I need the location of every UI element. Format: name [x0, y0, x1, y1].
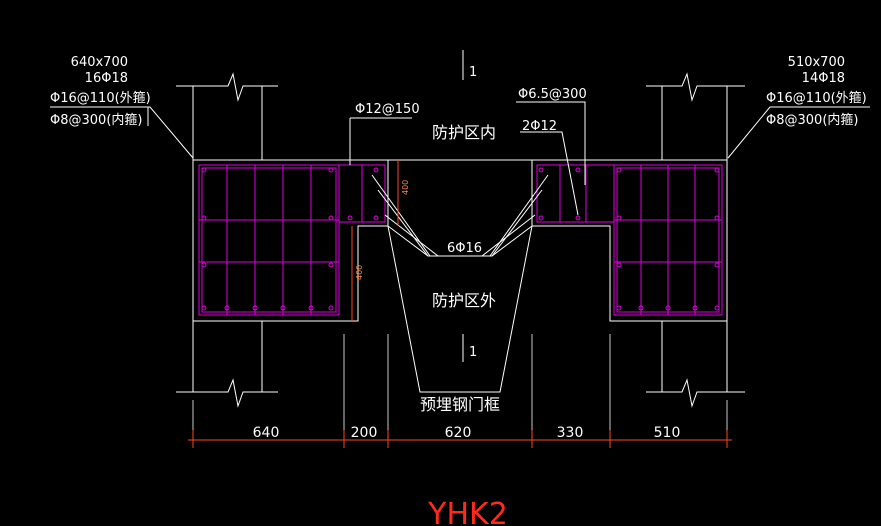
rebar-dot — [575, 215, 581, 221]
left-column-inner-stirrup: Φ8@300(内箍) — [50, 112, 142, 128]
left-column-size: 640x700 — [71, 55, 128, 70]
right-column-main-bars: 14Φ18 — [802, 71, 845, 86]
frame-anchor-bars — [371, 174, 549, 257]
rebar-dot — [616, 262, 622, 268]
rebar-dot — [692, 305, 698, 311]
inside-zone-label: 防护区内 — [432, 123, 496, 142]
extension-lines — [192, 334, 728, 430]
dim-200: 200 — [351, 425, 378, 441]
dim-510: 510 — [654, 425, 681, 441]
rebar-dot — [714, 305, 720, 311]
dim-640: 640 — [253, 425, 280, 441]
left-column-rebar — [198, 164, 386, 316]
rebar-dot — [201, 167, 207, 173]
dim-330: 330 — [557, 425, 584, 441]
leader-lines — [50, 50, 870, 362]
rebar-dot — [328, 262, 334, 268]
rebar-dot — [665, 305, 671, 311]
drawing-title: YHK2 — [427, 497, 508, 526]
rebar-dot — [308, 305, 314, 311]
rebar-dot — [575, 167, 581, 173]
rebar-dot — [373, 215, 379, 221]
rebar-dot — [538, 215, 544, 221]
rebar-dot — [616, 305, 622, 311]
rebar-dot — [280, 305, 286, 311]
rebar-dot — [714, 262, 720, 268]
rebar-dot — [328, 305, 334, 311]
dim-620: 620 — [445, 425, 472, 441]
wall-outline — [192, 159, 728, 393]
right-column-size: 510x700 — [788, 55, 845, 70]
beam-tie-label: Φ6.5@300 — [518, 87, 587, 102]
rebar-dot — [252, 305, 258, 311]
right-column-inner-stirrup: Φ8@300(内箍) — [766, 112, 858, 128]
rebar-dot — [538, 167, 544, 173]
rebar-dot — [328, 167, 334, 173]
embedded-frame-label: 预埋钢门框 — [420, 395, 500, 414]
left-column-outline — [176, 72, 278, 408]
outside-zone-label: 防护区外 — [432, 291, 496, 310]
rebar-dot — [201, 215, 207, 221]
rebar-dot — [714, 215, 720, 221]
left-column-main-bars: 16Φ18 — [85, 71, 128, 86]
right-column-rebar — [536, 164, 723, 316]
rebar-dot — [224, 305, 230, 311]
right-column-outer-stirrup: Φ16@110(外箍) — [766, 90, 867, 106]
rebar-dot — [616, 167, 622, 173]
rebar-dot — [328, 215, 334, 221]
left-column-outer-stirrup: Φ16@110(外箍) — [50, 90, 151, 106]
right-column-outline — [646, 72, 745, 408]
dimension-lines — [188, 160, 732, 448]
rebar-dot — [347, 215, 353, 221]
lower-small-dim: 400 — [355, 265, 364, 280]
rebar-dot — [638, 305, 644, 311]
section-mark-top: 1 — [469, 65, 477, 80]
rebar-dot — [714, 167, 720, 173]
beam-bottom-bars-label: 6Φ16 — [447, 241, 482, 256]
rebar-dot — [201, 262, 207, 268]
rebar-dot — [373, 167, 379, 173]
rebar-dots — [201, 167, 720, 311]
beam-top-bars-label: 2Φ12 — [522, 119, 557, 134]
beam-stirrup-label: Φ12@150 — [355, 102, 420, 117]
rebar-dot — [616, 215, 622, 221]
rebar-dot — [201, 305, 207, 311]
upper-small-dim: 400 — [401, 180, 410, 195]
section-mark-bottom: 1 — [469, 345, 477, 360]
